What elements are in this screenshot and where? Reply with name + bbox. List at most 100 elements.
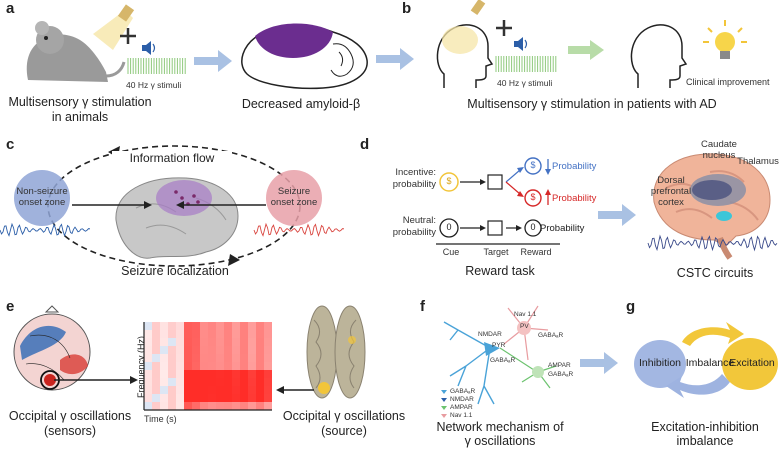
spectrogram-cell [240, 338, 248, 346]
non-seizure-line1: Non-seizure [16, 186, 68, 197]
incentive-line2: probability [392, 179, 436, 190]
stimuli-wave-b [495, 56, 557, 72]
probability-neutral-label: Probability [540, 223, 585, 234]
spectrogram-cell [152, 346, 160, 354]
cstc-wave [647, 234, 778, 252]
spectrogram-cell [152, 386, 160, 394]
spectrogram-cell [144, 370, 152, 378]
seizure-zone [266, 170, 322, 226]
pyr-label: PYR [492, 342, 506, 349]
panel-d-label: d [360, 136, 370, 153]
spectrogram-cell [256, 354, 264, 362]
spectrogram-cell [168, 370, 176, 378]
neutral-line1: Neutral: [402, 215, 436, 226]
arrow-f-right [580, 352, 618, 374]
spectrogram-cell [232, 394, 240, 402]
caudate-line2: nucleus [702, 150, 736, 161]
spectrogram-cell [248, 386, 256, 394]
spectrogram-cell [264, 346, 272, 354]
spectrogram-cell [256, 338, 264, 346]
spectrogram-cell [192, 378, 200, 386]
spectrogram-cell [192, 346, 200, 354]
caption-a-result: Decreased amyloid-β [241, 97, 361, 111]
reward-down-symbol: $ [530, 192, 536, 202]
reward-up-symbol: $ [530, 160, 536, 170]
spectrogram-cell [200, 346, 208, 354]
oscillation-trace [0, 222, 91, 238]
seizure-wave [253, 222, 345, 238]
spectrogram-cell [176, 394, 184, 402]
spectrogram-cell [232, 370, 240, 378]
spectrogram-cell [176, 386, 184, 394]
spectrogram-cell [192, 322, 200, 330]
spectrogram-cell [216, 346, 224, 354]
spectrogram-cell [184, 394, 192, 402]
spectrogram-cell [208, 394, 216, 402]
spectrogram-cell [216, 386, 224, 394]
panel-b-label: b [402, 0, 412, 17]
spectrogram-cell [184, 378, 192, 386]
light-beam-icon [93, 4, 135, 50]
spectrogram-cell [256, 386, 264, 394]
spectrogram-cell [208, 346, 216, 354]
seizure-line1: Seizure [277, 186, 311, 197]
spectrogram-cell [192, 386, 200, 394]
sensor-topomap [13, 305, 91, 391]
legend-item-3: AMPAR [450, 404, 473, 411]
legend-markers [441, 390, 447, 418]
legend-item-4: Nav 1.1 [450, 412, 473, 419]
spectrogram-cell [232, 338, 240, 346]
spectrogram [143, 322, 272, 411]
nmdar-label: NMDAR [478, 331, 502, 338]
caption-d: Reward task [465, 264, 535, 278]
spectrogram-cell [160, 330, 168, 338]
spectrogram-cell [208, 322, 216, 330]
pv-label: PV [520, 323, 529, 330]
spectrogram-cell [216, 402, 224, 410]
caption-f-line1: Network mechanism of [436, 420, 564, 434]
spectrogram-cell [152, 322, 160, 330]
neutral-cue-symbol: 0 [446, 222, 452, 232]
spectrogram-cell [176, 370, 184, 378]
imbalance-label: Imbalance [685, 357, 735, 369]
spectrogram-cell [256, 402, 264, 410]
spectrogram-cell [224, 394, 232, 402]
spectrogram-cell [160, 402, 168, 410]
spectrogram-cell [168, 354, 176, 362]
spectrogram-cell [160, 394, 168, 402]
non-seizure-wave [0, 222, 91, 238]
spectrogram-cell [232, 386, 240, 394]
spectrogram-cell [264, 402, 272, 410]
spectrogram-cell [240, 370, 248, 378]
arrow-b-green [568, 40, 604, 60]
spectrogram-cell [168, 402, 176, 410]
spectrogram-cell [224, 402, 232, 410]
mouse-brain-amyloid [241, 23, 368, 90]
spectrogram-cell [248, 354, 256, 362]
spectrogram-cell [144, 402, 152, 410]
spectrogram-cell [144, 338, 152, 346]
spectrogram-cell [152, 354, 160, 362]
spectrogram-cell [144, 386, 152, 394]
caption-d-brain: CSTC circuits [676, 266, 754, 280]
axis-target-label: Target [483, 247, 509, 257]
panel-g-label: g [626, 298, 636, 315]
spectrogram-cell [208, 386, 216, 394]
nav-label: Nav 1.1 [514, 311, 537, 318]
spectrogram-x-label: Time (s) [144, 414, 177, 424]
spectrogram-cell [208, 354, 216, 362]
outcome-label-b: Clinical improvement [686, 77, 770, 87]
spectrogram-cell [144, 330, 152, 338]
light-device-b [470, 0, 486, 16]
spectrogram-cell [152, 362, 160, 370]
source-brain [306, 305, 366, 399]
panel-e-label: e [6, 298, 15, 315]
spectrogram-cell [176, 338, 184, 346]
sensor-caption-line2: (sensors) [43, 424, 97, 438]
spectrogram-cell [264, 370, 272, 378]
arrow-d-right [598, 204, 636, 226]
spectrogram-cell [184, 330, 192, 338]
spectrogram-cell [200, 402, 208, 410]
spectrogram-cell [240, 330, 248, 338]
ampar-label: AMPAR [548, 362, 571, 369]
